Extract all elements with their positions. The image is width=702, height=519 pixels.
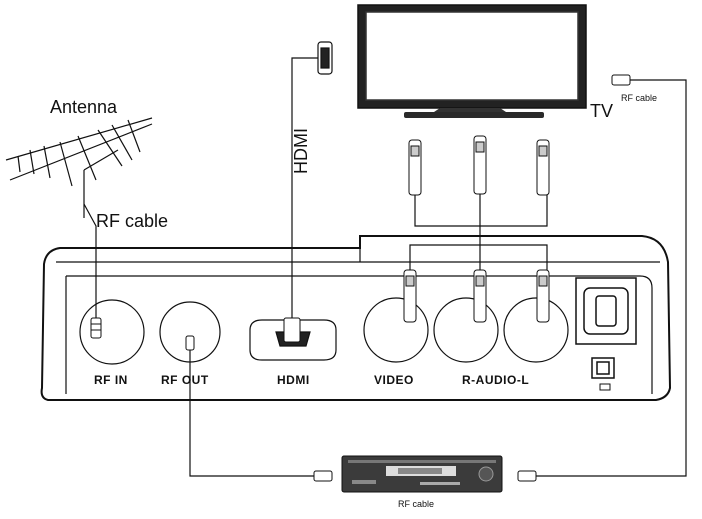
port-audio-l-socket xyxy=(503,297,569,363)
port-video-socket xyxy=(363,297,429,363)
vcr-device-icon xyxy=(341,455,503,493)
port-rf-in-socket xyxy=(79,299,145,365)
port-label-rf-in: RF IN xyxy=(94,373,128,387)
hdmi-cable-label: HDMI xyxy=(291,128,311,174)
port-label-rf-out: RF OUT xyxy=(161,373,209,387)
rf-cable-label-bottom: RF cable xyxy=(398,499,435,509)
port-label-audio: R-AUDIO-L xyxy=(462,373,530,387)
hdmi-connector-icon xyxy=(317,41,333,75)
tv-icon xyxy=(357,4,587,118)
set-top-box-panel xyxy=(40,235,672,401)
rf-cable-label-left: RF cable xyxy=(96,211,169,231)
rf-plug-icon xyxy=(90,317,102,339)
rf-cable-label-right: RF cable xyxy=(621,93,658,103)
antenna-icon xyxy=(5,117,153,204)
optical-port-icon xyxy=(575,277,637,391)
port-audio-r-socket xyxy=(433,297,499,363)
port-label-video: VIDEO xyxy=(374,373,414,387)
rf-plug-icon xyxy=(185,335,195,351)
rca-plug-icon xyxy=(408,135,550,196)
antenna-label: Antenna xyxy=(50,97,118,117)
rca-plug-icon xyxy=(403,269,550,323)
port-label-hdmi: HDMI xyxy=(277,373,310,387)
rf-plug-icon xyxy=(313,74,631,482)
tv-label: TV xyxy=(590,101,614,121)
